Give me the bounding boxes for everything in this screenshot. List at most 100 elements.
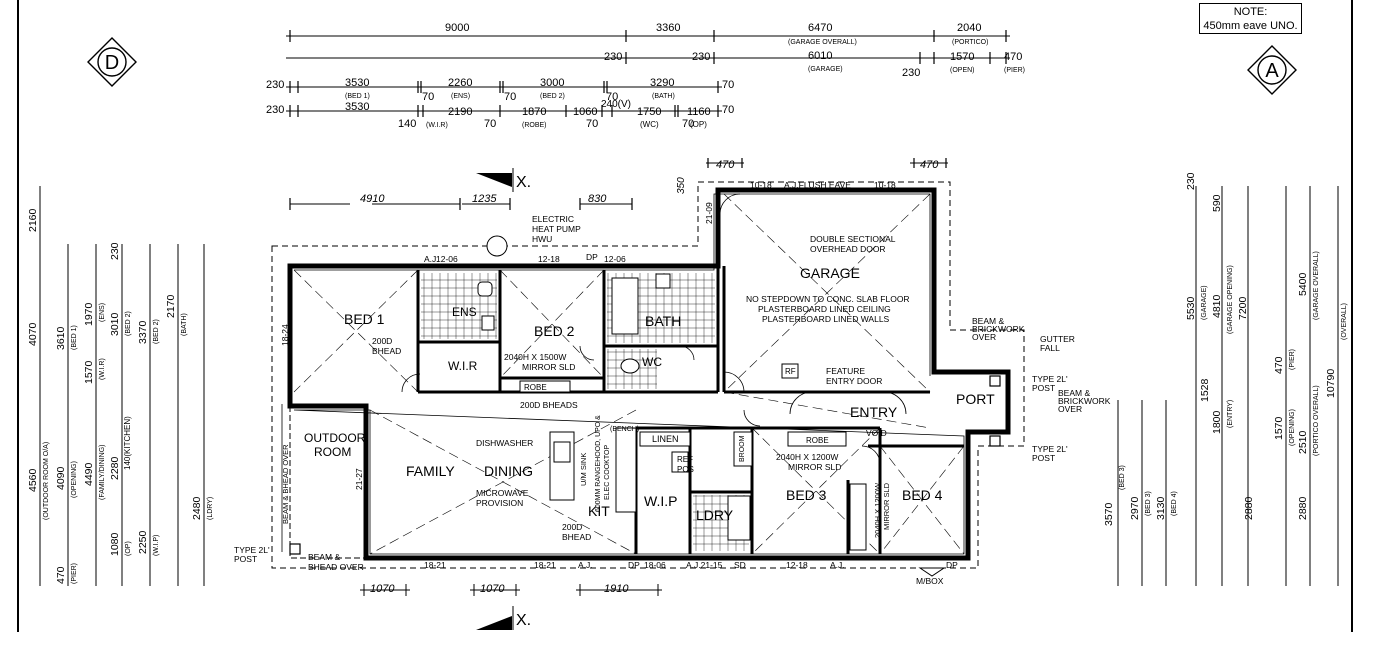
note-post1-2: POST [1032,383,1055,393]
note-bheadover-vertical: BEAM & BHEAD OVER [281,444,290,524]
dim-left-470: 470 [55,566,67,584]
dim-r4-230: 230 [266,104,284,116]
marker-a-icon: A [1247,45,1297,95]
note-gutter-2: FALL [1040,343,1060,353]
dim-eave-1235: 1235 [472,193,497,205]
dim-6470: 6470 [808,22,832,34]
dim-r3-70b: 70 [504,91,516,103]
inner-dim-14: 12-06 [604,254,626,264]
external-walls [287,187,1011,561]
external-walls-inner [293,193,965,555]
dim-left-pier: (PIER) [71,563,78,584]
room-outdoor-2: ROOM [314,445,351,459]
dim-left-1570: 1570 [83,360,95,384]
toilet-wc-icon [620,358,640,374]
note-microwave-2: PROVISION [476,498,523,508]
dim-eave-470b: 470 [920,159,939,171]
note-beam1-2: BRICKWORK [972,324,1025,334]
inner-dim-9: A.J. [830,560,845,570]
note-post1-1: TYPE 2L' [1032,374,1068,384]
dim-r3-70a: 70 [422,91,434,103]
annotations: ELECTRIC HEAT PUMP HWU DOUBLE SECTIONAL … [234,180,1111,586]
dim-eave-4910: 4910 [360,193,385,205]
dim-left-outdoor: (OUTDOOR ROOM O/A) [43,442,50,520]
dim-left-bed2a: (BED 2) [125,311,132,336]
note-garage-3: PLASTERBOARD LINED WALLS [762,314,890,324]
dim-left-ldry: (LDRY) [207,497,214,520]
dim-r4-240v: 240(V) [601,99,631,110]
dim-r4-70c: 70 [682,118,694,130]
inner-dim-18: 18-24 [280,324,290,346]
dim-right-7200: 7200 [1237,296,1249,320]
dim-r4-3530: 3530 [345,101,369,113]
inner-dim-2: 18-21 [534,560,556,570]
inner-dim-1: 18-21 [424,560,446,570]
room-garage: GARAGE [800,265,860,281]
room-kit: KIT [588,503,610,519]
dim-right-590: 590 [1211,194,1223,212]
heat-pump-icon [486,235,508,257]
dim-3360: 3360 [656,22,680,34]
section-marker-top-icon: X. [476,168,531,192]
dim-r4-1870: 1870 [522,106,546,118]
dim-r3-3000: 3000 [540,77,564,89]
dim-eave-470a: 470 [716,159,735,171]
dim-right-entry: (ENTRY) [1227,400,1234,428]
dim-right-5530: 5530 [1185,296,1197,320]
dim-right-bed3b: (BED 3) [1145,491,1152,516]
note-cooktop-2: ELEC COOKTOP [604,445,611,500]
dimension-lines-right [1117,186,1339,586]
note-cooktop-1: 600MM RANGEHOOD, UPO & [595,415,602,512]
note-post3-1: TYPE 2L' [234,545,270,555]
dim-right-garage-opening: (GARAGE OPENING) [1227,265,1234,334]
note-heatpump-2: HEAT PUMP [532,224,581,234]
note-beam2-3: OVER [1058,404,1082,414]
dim-left-op: (OP) [125,541,132,556]
bathtub-icon [611,277,639,335]
note-title: NOTE: [1233,6,1268,18]
post-portico-a-icon [989,375,1001,387]
room-outdoor-1: OUTDOOR [304,431,366,445]
dim-left-4070: 4070 [27,322,39,346]
dim-right-pier: (PIER) [1289,349,1296,370]
label-pos: POS [677,465,694,474]
note-garage-2: PLASTERBOARD LINED CEILING [758,304,891,314]
dim-left-ens: (ENS) [99,303,106,322]
vanity-ens-icon [481,315,495,331]
marker-d-icon: D [87,37,137,87]
inner-dim-4: DP [628,560,640,570]
dim-right-2970: 2970 [1129,496,1141,520]
note-bhead2-1: 200D [562,522,582,532]
robe-bed4-icon [849,483,867,551]
note-beam1-3: OVER [972,332,996,342]
dim-wc-label: (WC) [640,120,659,129]
dim-r4-1750: 1750 [637,106,661,118]
dim-left-3370: 3370 [137,320,149,344]
dim-right-2510: 2510 [1297,430,1309,454]
dim-r3-2260: 2260 [448,77,472,89]
inner-dim-16: 10-18 [750,180,772,190]
toilet-ens-icon [477,281,493,297]
dim-230c: 230 [902,67,920,79]
dim-r4-70d: 70 [722,104,734,116]
dimension-text-right: 230 5530 (GARAGE) 590 4810 (GARAGE OPENI… [1103,172,1348,526]
dim-right-2880b: 2880 [1297,496,1309,520]
dim-pier-label: (PIER) [1004,67,1025,74]
room-wip: W.I.P [644,493,677,509]
note-heatpump-3: HWU [532,234,552,244]
dim-230a: 230 [604,51,622,63]
note-mbox: M/BOX [916,576,944,586]
note-garagedoor-2: OVERHEAD DOOR [810,244,886,254]
dim-ens-label: (ENS) [451,93,470,100]
dim-left-1970: 1970 [83,302,95,326]
dim-right-5400: 5400 [1297,272,1309,296]
dim-bath-label: (BATH) [652,93,675,100]
marker-d-label: D [105,52,119,74]
inner-dim-19: 21-27 [354,468,364,490]
laundry-tub-icon [727,495,751,541]
note-beam1-1: BEAM & [972,316,1004,326]
inner-dim-17: 10-18 [874,180,896,190]
note-uwsink: U/M SINK [579,453,588,486]
inner-dim-10: DP [946,560,958,570]
inner-dimensions: 18-21 18-21 A.J. DP 18-06 A.J.21-15 SD 1… [280,180,958,570]
